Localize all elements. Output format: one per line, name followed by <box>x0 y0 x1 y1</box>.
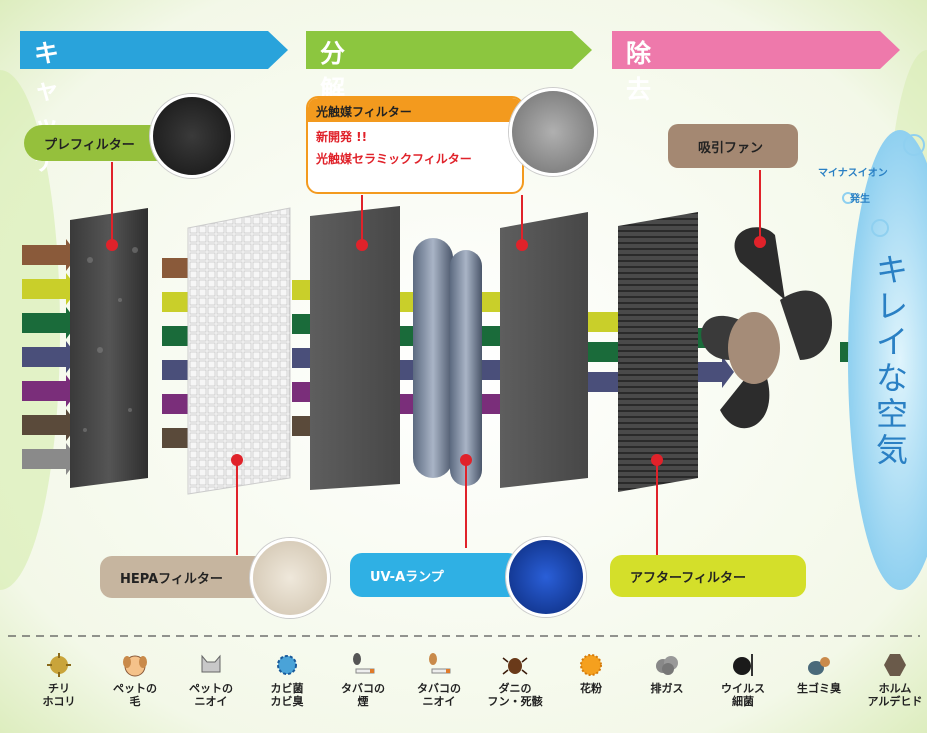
ceramic-label: 光触媒セラミックフィルター <box>316 152 472 166</box>
legend-item: ホルム アルデヒド <box>860 652 927 708</box>
catch-banner-shape <box>20 31 288 69</box>
legend-label: ホルム アルデヒド <box>867 682 923 708</box>
minus-ion-label-2: 発生 <box>850 194 870 205</box>
bubble <box>842 192 854 204</box>
mite-icon <box>502 657 528 675</box>
clean-air-char: イ <box>875 323 908 361</box>
photocatalyst-title: 光触媒フィルター <box>308 98 522 122</box>
airflow-arrow <box>22 239 78 271</box>
hepa-panel <box>187 207 291 495</box>
fan-label: 吸引ファン <box>668 124 798 168</box>
new-dev-label: 新開発 !! <box>316 130 368 144</box>
legend-item: タバコの ニオイ <box>404 652 474 708</box>
after-filter-label: アフターフィルター <box>610 555 806 597</box>
photocatalyst-panel <box>310 206 400 490</box>
legend-item: チリ ホコリ <box>24 652 94 708</box>
uv-tube-right <box>450 250 482 486</box>
pet-dog-icon <box>123 655 147 677</box>
clean-air-char: な <box>875 359 908 397</box>
legend-item: ウイルス 細菌 <box>708 652 778 708</box>
legend-item: ダニの フン・死骸 <box>480 652 550 708</box>
clean-air-cloud <box>848 130 927 590</box>
airflow-arrow <box>22 273 78 305</box>
legend-label: タバコの 煙 <box>341 682 385 708</box>
clean-air-char: 気 <box>875 431 908 469</box>
decompose-banner-shape <box>306 31 592 69</box>
legend-label: ペットの ニオイ <box>189 682 233 708</box>
legend-item: ペットの 毛 <box>100 652 170 708</box>
legend-label: 排ガス <box>650 682 684 695</box>
bubble <box>871 219 889 237</box>
legend-label: チリ ホコリ <box>42 682 76 708</box>
garbage-odor-icon <box>808 657 830 675</box>
legend-item: タバコの 煙 <box>328 652 398 708</box>
legend-item: ペットの ニオイ <box>176 652 246 708</box>
airflow-arrow <box>690 356 734 388</box>
airflow-arrow <box>22 307 78 339</box>
legend-item: カビ菌 カビ臭 <box>252 652 322 708</box>
bubble <box>903 134 925 156</box>
legend-item: 生ゴミ臭 <box>784 652 854 695</box>
legend-label: ペットの 毛 <box>113 682 157 708</box>
mold-icon <box>277 655 297 675</box>
hepa-label: HEPAフィルター <box>100 556 270 598</box>
legend-label: 生ゴミ臭 <box>797 682 841 695</box>
hepa-photo <box>250 538 330 618</box>
clean-air-char: キ <box>875 251 908 289</box>
clean-air-label: キ レ イ な 空 気 <box>872 252 912 468</box>
prefilter-texture <box>83 247 138 432</box>
uva-label: UV-Aランプ <box>350 553 520 597</box>
pet-cat-icon <box>201 654 221 673</box>
ceramic-photo <box>509 88 597 176</box>
photocatalyst-box: 光触媒フィルター 新開発 !! 光触媒セラミックフィルター <box>306 96 524 194</box>
legend-label: ダニの フン・死骸 <box>487 682 543 708</box>
cigarette-smoke-icon <box>353 653 375 674</box>
leader-lines <box>106 162 766 555</box>
after-filter-panel <box>618 212 698 492</box>
legend-item: 花粉 <box>556 652 626 695</box>
exhaust-gas-icon <box>656 656 678 675</box>
dust-icon <box>47 653 71 677</box>
remove-label: 除 去 <box>626 39 662 104</box>
airflow-arrow <box>22 375 78 407</box>
uv-tube-left <box>413 238 453 478</box>
ceramic-panel <box>500 212 588 488</box>
legend-label: タバコの ニオイ <box>417 682 461 708</box>
clean-air-char: 空 <box>875 395 908 433</box>
legend-label: ウイルス 細菌 <box>721 682 765 708</box>
clean-air-char: レ <box>875 287 908 325</box>
airflow-arrow <box>22 443 78 475</box>
legend-label: カビ菌 カビ臭 <box>270 682 304 708</box>
legend-item: 排ガス <box>632 652 702 695</box>
virus-icon <box>733 654 753 676</box>
formaldehyde-icon <box>884 654 906 676</box>
uva-photo <box>506 537 586 617</box>
fan-icon <box>701 227 833 429</box>
minus-ion-label: マイナスイオン <box>818 168 888 179</box>
cigarette-odor-icon <box>429 653 451 674</box>
remove-banner-shape <box>612 31 900 69</box>
prefilter-panel <box>70 208 148 488</box>
legend-label: 花粉 <box>580 682 602 695</box>
pollen-icon <box>580 654 602 676</box>
prefilter-photo <box>150 94 234 178</box>
airflow-arrow <box>22 409 78 441</box>
airflow-arrow <box>22 341 78 373</box>
